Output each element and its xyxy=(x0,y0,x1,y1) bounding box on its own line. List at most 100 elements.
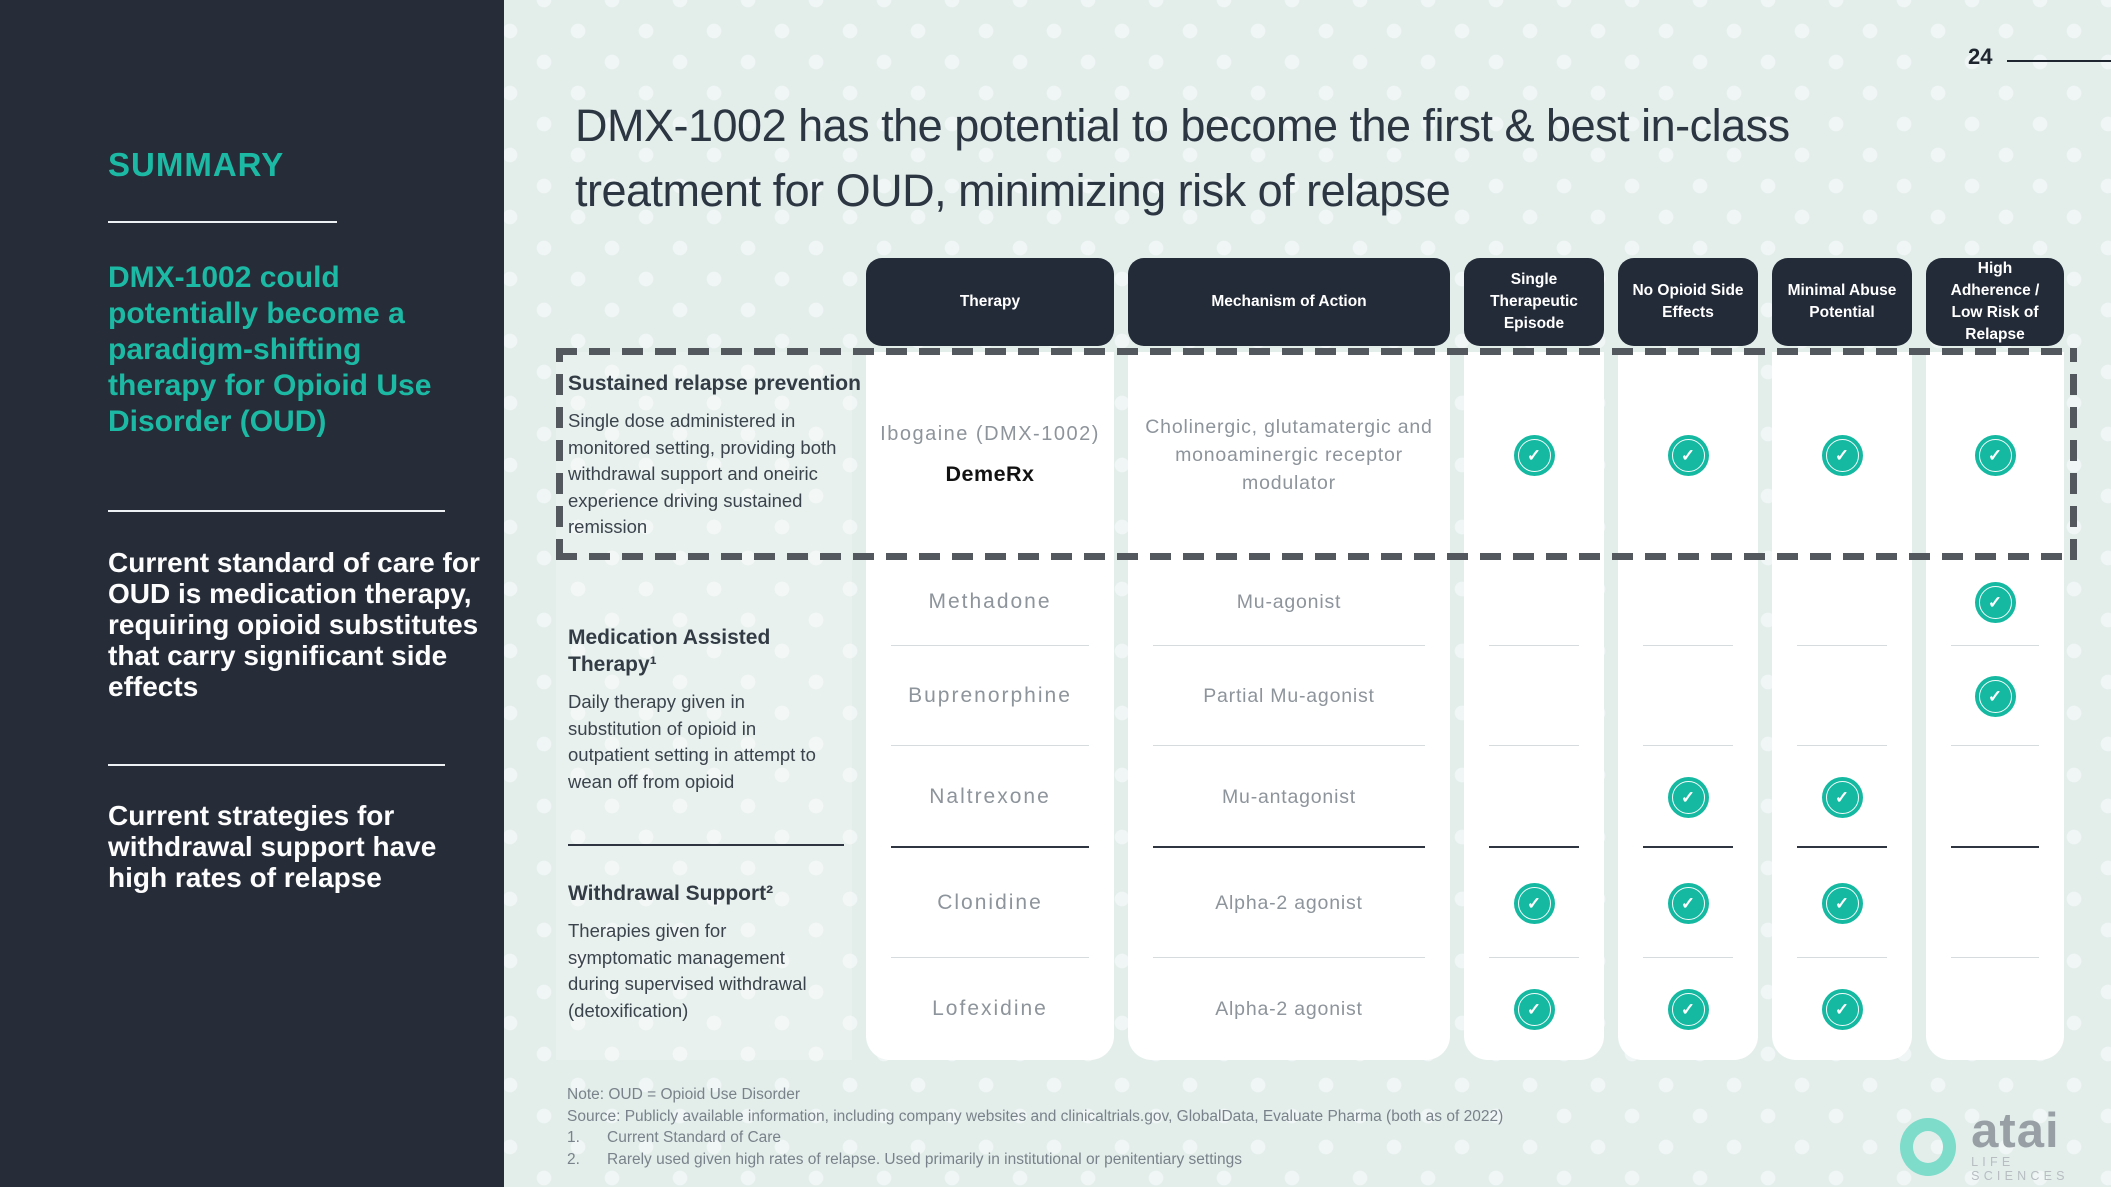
check-cell: ✓ xyxy=(1464,558,1604,646)
mechanism-cell: Mu-agonist xyxy=(1128,558,1450,646)
sidebar-point: Current strategies for withdrawal suppor… xyxy=(108,800,437,893)
therapy-name: Lofexidine xyxy=(932,997,1048,1020)
group-withdrawal-support: Withdrawal Support² Therapies given for … xyxy=(568,880,852,1024)
check-icon: ✓ xyxy=(1667,434,1709,476)
column-header-therapy: Therapy xyxy=(866,258,1114,346)
check-cell: ✓ xyxy=(1618,958,1758,1060)
check-cell: ✓ xyxy=(1772,646,1912,746)
check-cell: ✓ xyxy=(1926,958,2064,1060)
check-cell: ✓ xyxy=(1464,746,1604,848)
check-icon: ✓ xyxy=(1821,434,1863,476)
check-icon: ✓ xyxy=(1667,882,1709,924)
footnote-item: 1.Current Standard of Care xyxy=(567,1129,782,1146)
sidebar-divider xyxy=(108,764,445,766)
column-mechanism: Cholinergic, glutamatergic and monoamine… xyxy=(1128,352,1450,1060)
check-cell: ✓ xyxy=(1926,352,2064,558)
column-single-episode: ✓ ✓ ✓ ✓ ✓ ✓ xyxy=(1464,352,1604,1060)
page-number-rule xyxy=(2007,60,2111,62)
mechanism-text: Alpha-2 agonist xyxy=(1215,998,1363,1020)
footnote-source: Source: Publicly available information, … xyxy=(567,1107,1504,1125)
therapy-cell-ibogaine: Ibogaine (DMX-1002) DemeRx xyxy=(866,352,1114,558)
group-medication-assisted-therapy: Medication Assisted Therapy¹ Daily thera… xyxy=(568,624,852,795)
mechanism-cell: Partial Mu-agonist xyxy=(1128,646,1450,746)
sidebar-divider xyxy=(108,510,445,512)
sidebar-highlight-text: DMX-1002 could potentially become a para… xyxy=(108,261,432,438)
company-name: DemeRx xyxy=(945,462,1035,486)
slide-title-line: treatment for OUD, minimizing risk of re… xyxy=(575,165,1451,216)
column-adherence: ✓ ✓ ✓ ✓ ✓ ✓ xyxy=(1926,352,2064,1060)
row-group-labels: Sustained relapse prevention Single dose… xyxy=(556,352,861,1060)
mechanism-text: Alpha-2 agonist xyxy=(1215,892,1363,914)
table-body: Sustained relapse prevention Single dose… xyxy=(556,352,2080,1060)
check-icon: ✓ xyxy=(1974,675,2016,717)
check-cell: ✓ xyxy=(1772,848,1912,958)
footnote-note: Note: OUD = Opioid Use Disorder xyxy=(567,1086,801,1103)
logo-subtitle-text: LIFE SCIENCES xyxy=(1971,1155,2069,1183)
check-icon: ✓ xyxy=(1667,776,1709,818)
column-header-adherence: High Adherence / Low Risk of Relapse xyxy=(1926,258,2064,346)
page-number: 24 xyxy=(1968,44,1993,69)
check-cell: ✓ xyxy=(1464,848,1604,958)
check-cell: ✓ xyxy=(1772,746,1912,848)
group-description: Daily therapy given in substitution of o… xyxy=(568,691,816,792)
check-cell: ✓ xyxy=(1926,746,2064,848)
table-header-row: Therapy Mechanism of Action Single Thera… xyxy=(556,258,2080,346)
check-cell: ✓ xyxy=(1618,558,1758,646)
check-cell: ✓ xyxy=(1464,958,1604,1060)
check-cell: ✓ xyxy=(1772,352,1912,558)
group-label: Medication Assisted Therapy¹ xyxy=(568,626,771,676)
column-header-abuse-potential: Minimal Abuse Potential xyxy=(1772,258,1912,346)
sidebar-divider xyxy=(108,221,337,223)
group-label: Sustained relapse prevention xyxy=(568,372,861,395)
therapy-name: Clonidine xyxy=(937,891,1043,914)
check-icon: ✓ xyxy=(1821,776,1863,818)
check-cell: ✓ xyxy=(1618,848,1758,958)
check-cell: ✓ xyxy=(1618,352,1758,558)
therapy-name: Buprenorphine xyxy=(908,684,1072,707)
check-cell: ✓ xyxy=(1926,848,2064,958)
mechanism-text: Mu-agonist xyxy=(1236,591,1342,613)
column-therapy: Ibogaine (DMX-1002) DemeRx Methadone Bup… xyxy=(866,352,1114,1060)
check-cell: ✓ xyxy=(1926,558,2064,646)
check-icon: ✓ xyxy=(1513,988,1555,1030)
check-cell: ✓ xyxy=(1464,352,1604,558)
comparison-table: Therapy Mechanism of Action Single Thera… xyxy=(556,258,2080,1070)
check-icon: ✓ xyxy=(1667,988,1709,1030)
therapy-cell: Naltrexone xyxy=(866,746,1114,848)
check-icon: ✓ xyxy=(1974,434,2016,476)
mechanism-cell: Alpha-2 agonist xyxy=(1128,958,1450,1060)
group-label: Withdrawal Support² xyxy=(568,882,774,905)
logo-ring-icon xyxy=(1900,1117,1957,1176)
mechanism-cell: Mu-antagonist xyxy=(1128,746,1450,848)
therapy-name: Naltrexone xyxy=(929,785,1051,808)
check-icon: ✓ xyxy=(1821,882,1863,924)
column-header-single-episode: Single Therapeutic Episode xyxy=(1464,258,1604,346)
therapy-name: Methadone xyxy=(928,590,1052,613)
check-cell: ✓ xyxy=(1618,646,1758,746)
group-divider xyxy=(568,844,844,846)
check-cell: ✓ xyxy=(1464,646,1604,746)
column-header-mechanism: Mechanism of Action xyxy=(1128,258,1450,346)
check-cell: ✓ xyxy=(1618,746,1758,848)
footnote-item: 2.Rarely used given high rates of relaps… xyxy=(567,1150,1242,1168)
mechanism-text: Cholinergic, glutamatergic and monoamine… xyxy=(1145,416,1433,494)
mechanism-text: Partial Mu-agonist xyxy=(1203,685,1375,707)
group-description: Single dose administered in monitored se… xyxy=(568,410,837,537)
check-cell: ✓ xyxy=(1772,558,1912,646)
atai-logo: atai LIFE SCIENCES xyxy=(1900,1104,2111,1183)
check-cell: ✓ xyxy=(1926,646,2064,746)
sidebar-heading: SUMMARY xyxy=(108,146,285,183)
check-icon: ✓ xyxy=(1821,988,1863,1030)
sidebar-point: Current standard of care for OUD is medi… xyxy=(108,547,480,702)
check-icon: ✓ xyxy=(1513,882,1555,924)
group-description: Therapies given for symptomatic manageme… xyxy=(568,920,807,1021)
logo-brand-text: atai xyxy=(1971,1104,2060,1158)
check-cell: ✓ xyxy=(1772,958,1912,1060)
mechanism-cell: Alpha-2 agonist xyxy=(1128,848,1450,958)
check-icon: ✓ xyxy=(1974,581,2016,623)
therapy-cell: Buprenorphine xyxy=(866,646,1114,746)
mechanism-text: Mu-antagonist xyxy=(1222,786,1356,808)
check-icon: ✓ xyxy=(1513,434,1555,476)
therapy-cell: Lofexidine xyxy=(866,958,1114,1060)
